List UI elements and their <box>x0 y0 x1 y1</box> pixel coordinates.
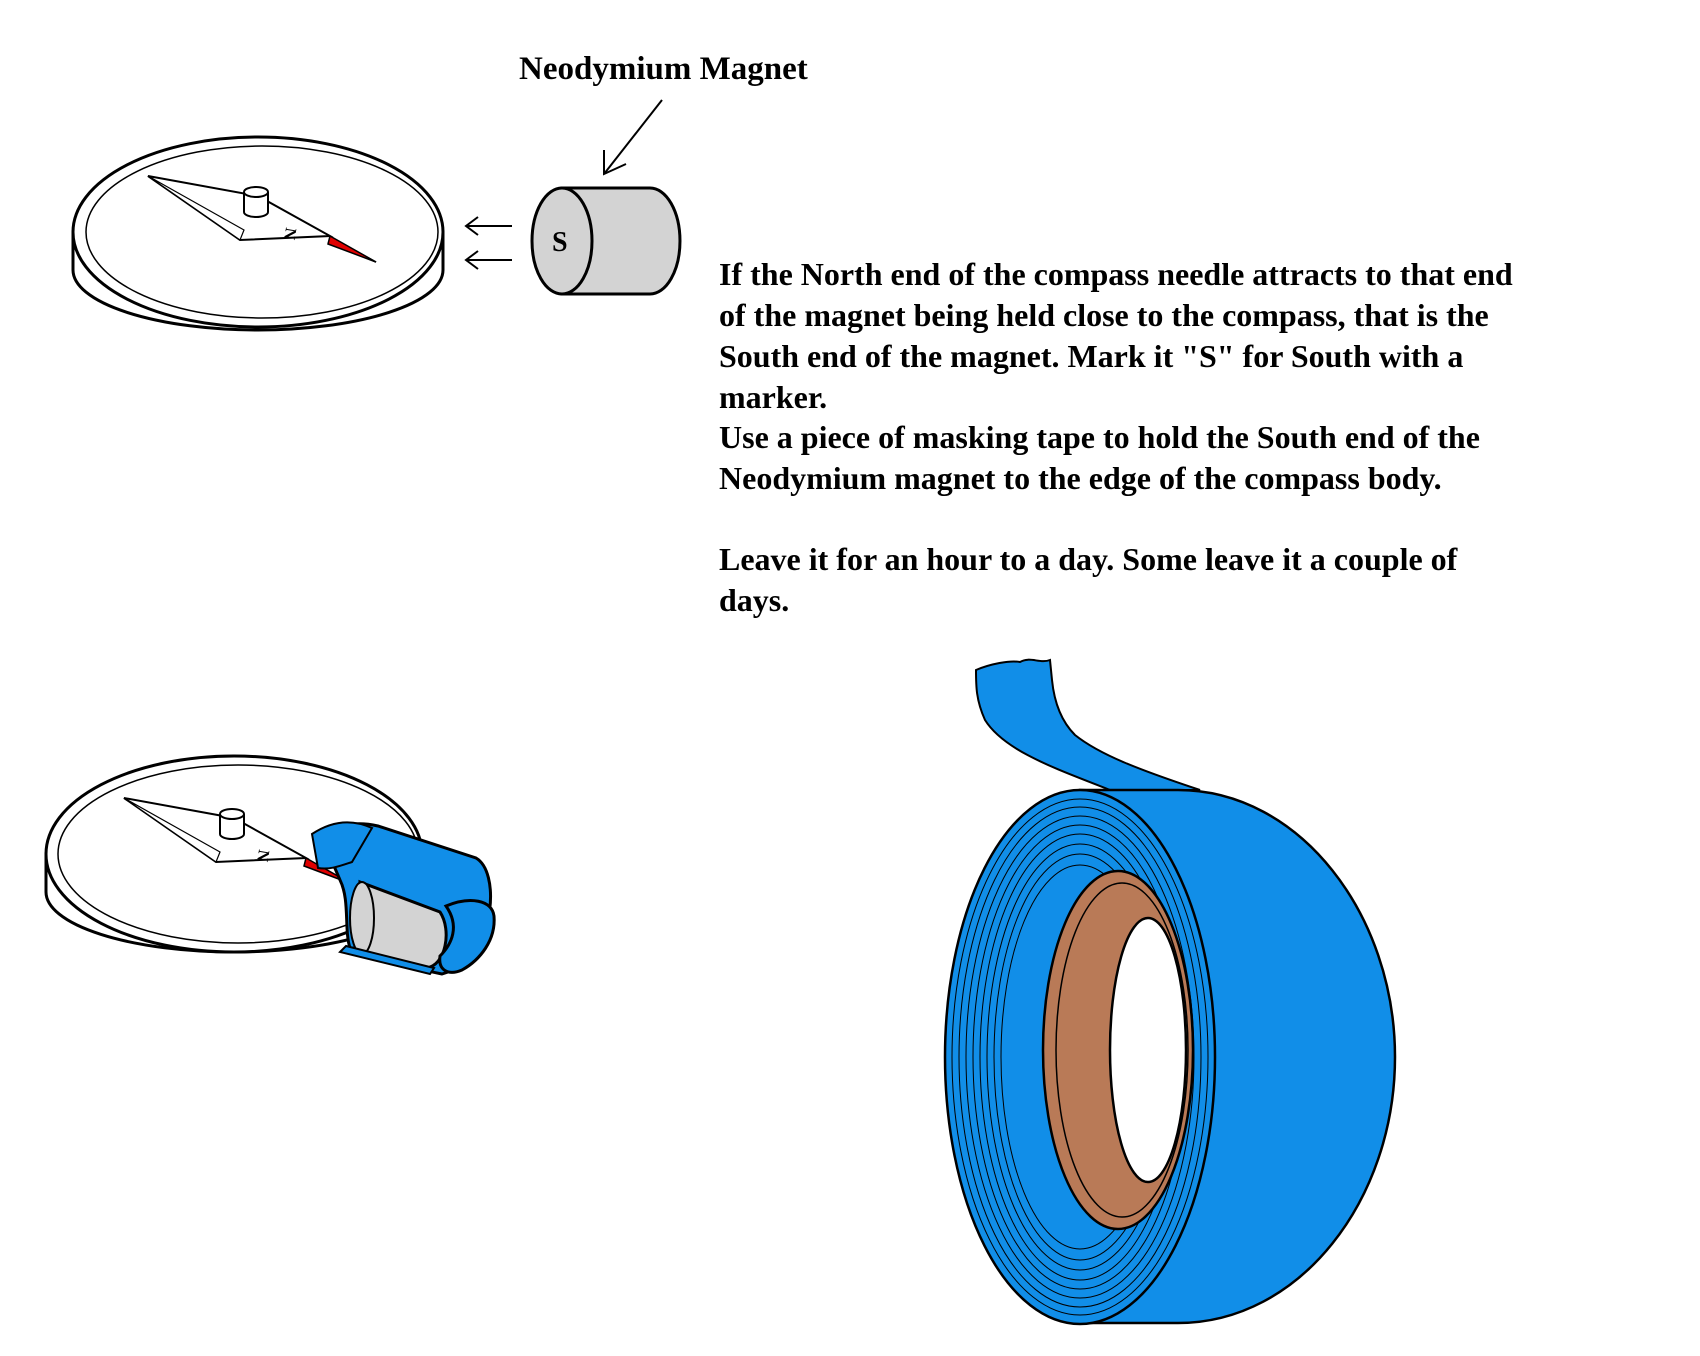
tape-roll <box>943 658 1397 1326</box>
needle-letter-bottom: N <box>253 848 272 863</box>
instruction-line: If the North end of the compass needle a… <box>719 256 1513 292</box>
compass-needle-top <box>147 175 377 263</box>
neodymium-magnet: S <box>530 186 682 296</box>
taped-magnet <box>310 821 496 976</box>
magnet-pole-letter: S <box>552 227 568 258</box>
instruction-line: South end of the magnet. Mark it "S" for… <box>719 338 1463 374</box>
needle-letter-top: N <box>280 226 299 241</box>
magnet-label: Neodymium Magnet <box>519 51 808 87</box>
magnet-pointer-arrow <box>603 99 663 176</box>
instruction-line: days. <box>719 582 789 618</box>
instruction-line: of the magnet being held close to the co… <box>719 297 1489 333</box>
instruction-line: Leave it for an hour to a day. Some leav… <box>719 541 1458 577</box>
instruction-line: Neodymium magnet to the edge of the comp… <box>719 460 1442 496</box>
compass-top: N <box>71 135 445 332</box>
compass-bottom: N <box>44 754 424 954</box>
attraction-arrows <box>464 216 512 270</box>
instruction-line: marker. <box>719 379 827 415</box>
instruction-line: Use a piece of masking tape to hold the … <box>719 419 1480 455</box>
instructions-text: If the North end of the compass needle a… <box>719 256 1513 618</box>
